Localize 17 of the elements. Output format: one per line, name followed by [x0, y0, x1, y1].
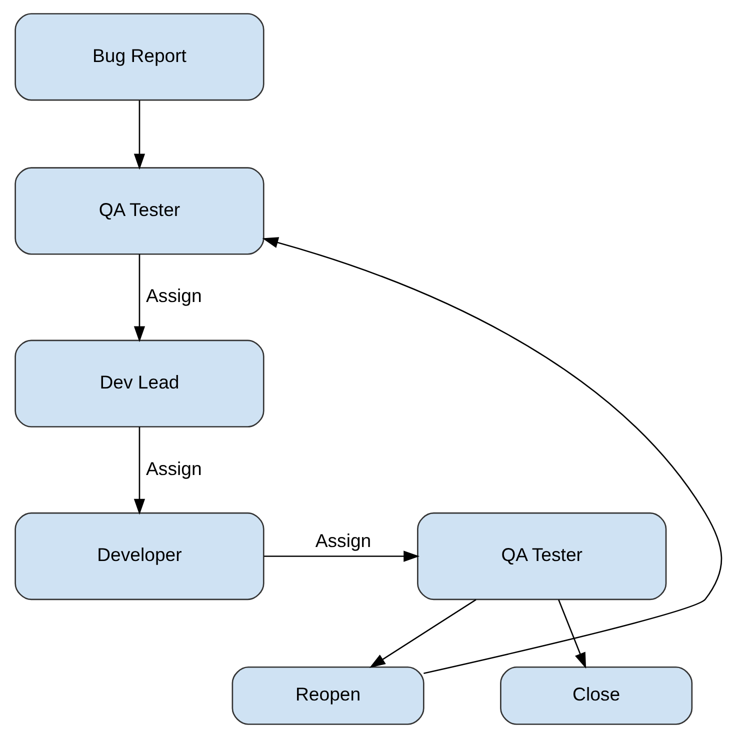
arrow — [264, 550, 420, 562]
edge-label: Assign — [314, 530, 371, 552]
node-box: QA Tester — [416, 512, 666, 600]
arrow — [133, 254, 145, 342]
arrow — [368, 599, 476, 668]
node-box: Developer — [14, 512, 264, 600]
node-box: Bug Report — [14, 13, 264, 101]
node-box: Dev Lead — [14, 340, 264, 428]
arrow — [558, 599, 586, 669]
edge-label: Assign — [146, 458, 202, 479]
arrow — [133, 100, 145, 170]
node-box: QA Tester — [14, 167, 264, 255]
edge-label: Assign — [146, 285, 202, 306]
arrow — [262, 237, 722, 674]
node-box: Reopen — [231, 666, 424, 725]
arrow — [133, 426, 145, 515]
node-box: Close — [500, 666, 692, 725]
